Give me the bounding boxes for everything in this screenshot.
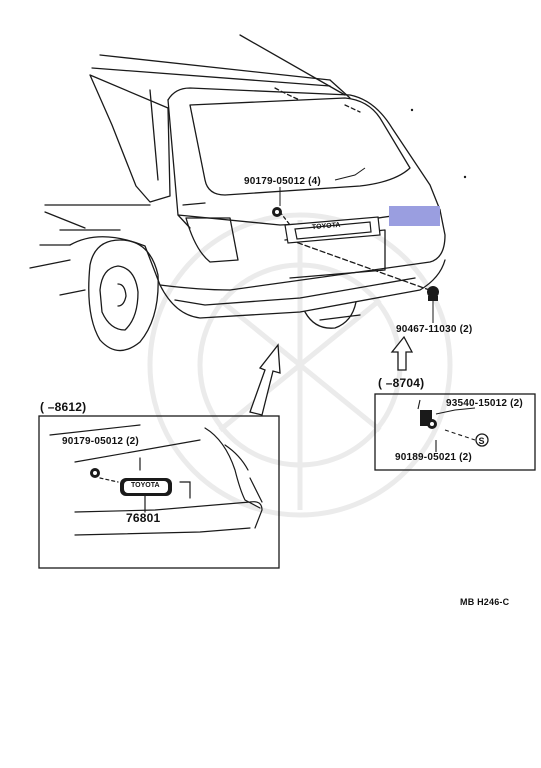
arrow-left-inset (249, 343, 281, 416)
watermark-logo (147, 212, 453, 518)
leader-lines (279, 167, 434, 323)
highlight-marker (389, 206, 440, 226)
arrow-right-inset (390, 335, 414, 371)
callout-inset-right-screw: 93540-15012 (2) (446, 398, 523, 409)
car-body-lines (29, 34, 446, 352)
rear-emblem (284, 216, 381, 244)
screw-icon: S (475, 433, 489, 447)
left-inset-panel (38, 415, 280, 569)
callout-rear-clip: 90467-11030 (2) (396, 324, 473, 335)
callout-bolt-main: 90179-05012 (4) (244, 176, 321, 187)
bolt-icon (272, 207, 282, 217)
clip-icon (427, 286, 439, 301)
callout-inset-right-nut: 90189-05021 (2) (395, 452, 472, 463)
inset-left-range: ( –8612) (40, 400, 87, 414)
callout-inset-left-emblem: 76801 (126, 511, 161, 525)
svg-text:S: S (479, 436, 485, 446)
right-inset-panel: S (374, 393, 536, 471)
inset-right-range: ( –8704) (378, 376, 425, 390)
emblem-label-inset: TOYOTA (131, 482, 160, 489)
figure-code: MB H246-C (460, 597, 510, 607)
nut-icon (420, 410, 437, 429)
callout-inset-left-part: 90179-05012 (2) (62, 436, 139, 447)
